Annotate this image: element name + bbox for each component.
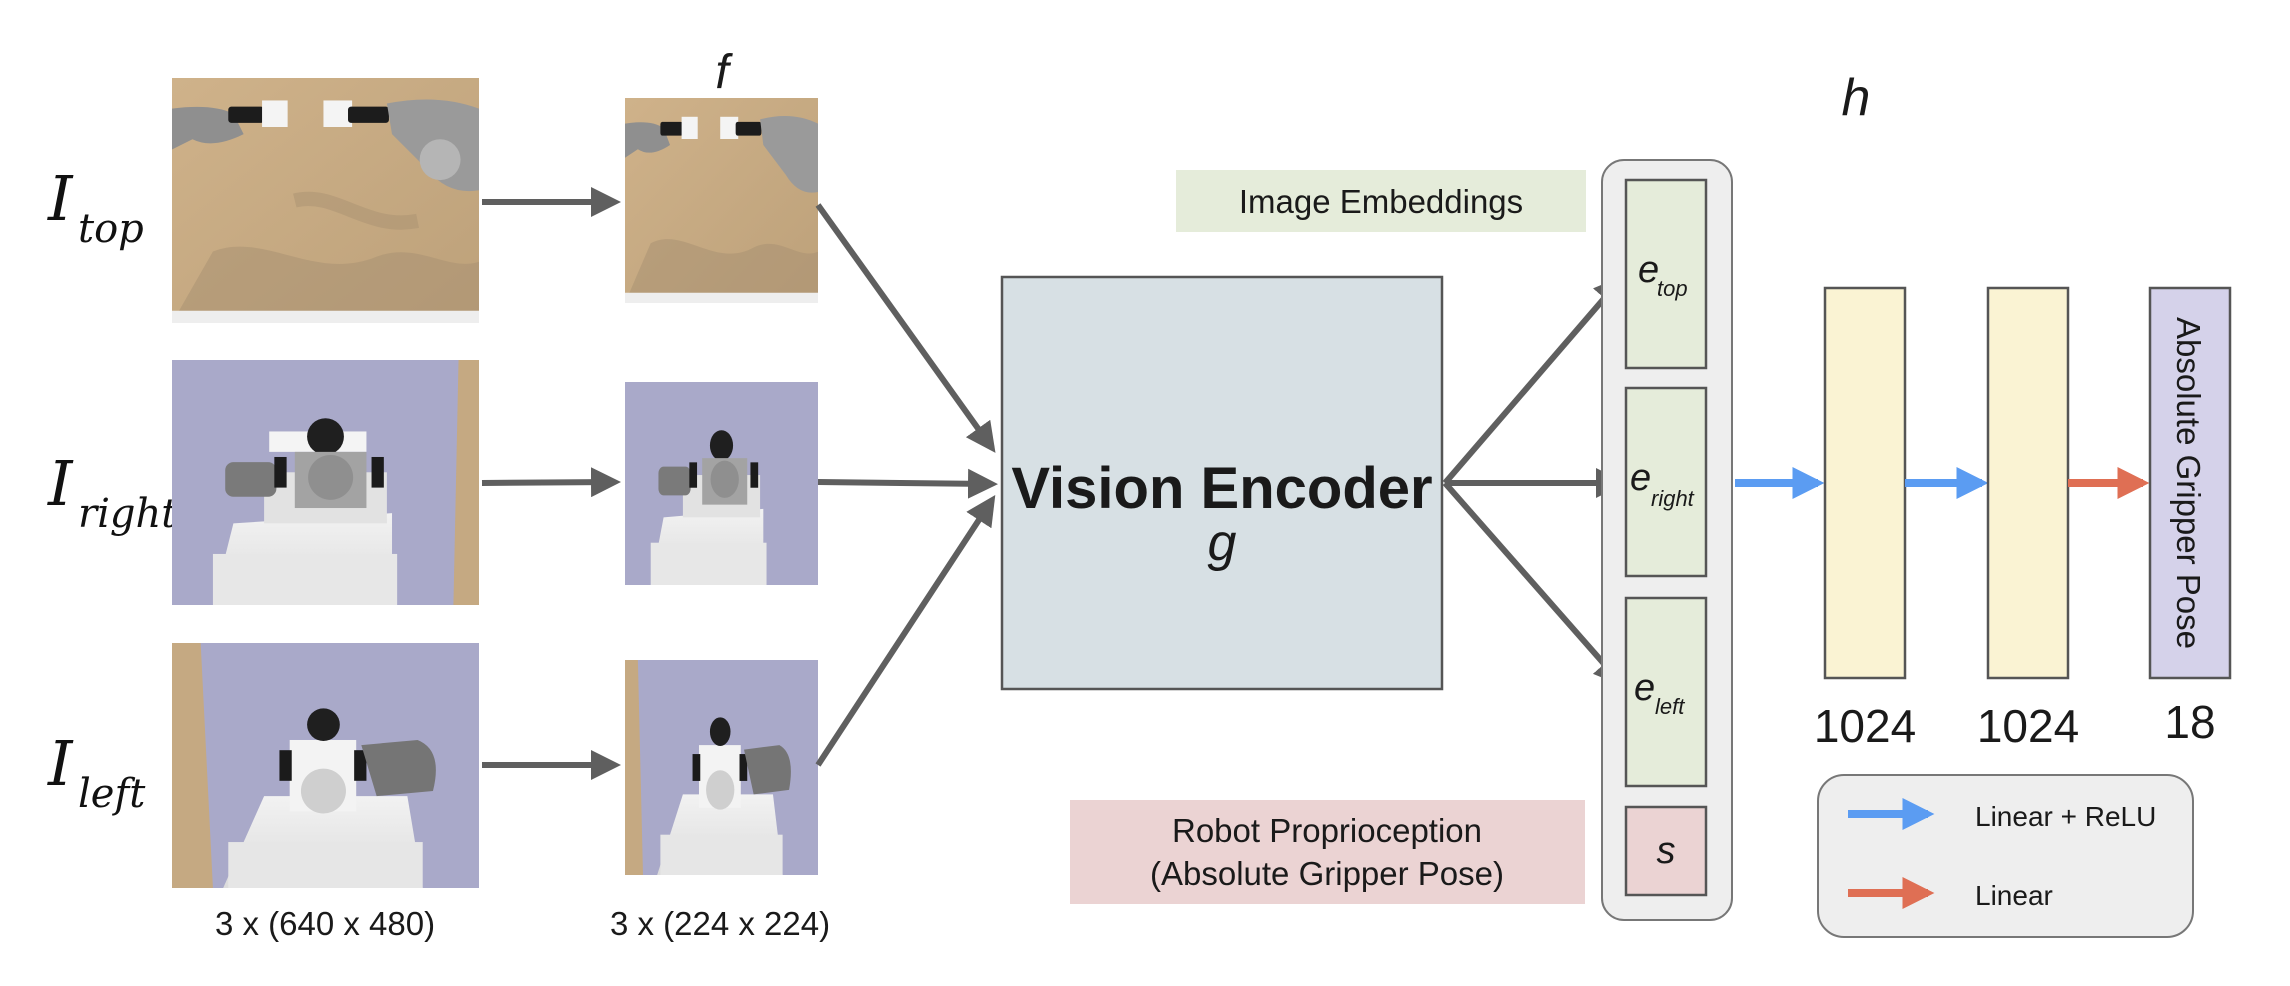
svg-text:I: I [47,162,74,235]
input-label-left: I left [47,727,146,817]
vision-encoder-title: Vision Encoder [1011,456,1432,521]
camera-image-top-resized [625,98,818,303]
robot-proprioception-label: Robot Proprioception (Absolute Gripper P… [1070,800,1585,904]
head-function-label: h [1842,69,1871,127]
arrow-to-encoder-top [815,203,996,453]
output-label: Absolute Gripper Pose [2170,317,2207,649]
camera-image-right-resized [625,382,818,585]
mlp-layer-1: 1024 [1814,286,1916,752]
mlp-layer-2-size: 1024 [1977,700,2079,752]
arrow-encoder-to-e-top [1442,275,1624,485]
raw-size-label: 3 x (640 x 480) [215,905,435,942]
svg-text:right: right [1651,486,1695,511]
svg-text:left: left [1655,694,1685,719]
resize-function-label: f [715,46,733,99]
embedding-container: e top e right e left s [1601,159,1733,921]
robot-top-view-icon [172,78,479,323]
robot-top-view-icon [625,98,818,303]
svg-text:top: top [1657,276,1688,301]
output-absolute-gripper-pose: Absolute Gripper Pose 18 [2148,286,2232,748]
embedding-e-top: e top [1624,178,1708,370]
camera-image-left-resized [625,660,818,875]
legend-item-linear: Linear [1848,877,2053,911]
camera-image-left-raw [172,643,479,888]
embedding-e-right: e right [1624,386,1708,578]
arrow-to-encoder-left [815,494,996,767]
camera-image-right-raw [172,360,479,605]
proprioception-state-s: s [1624,805,1708,897]
arrow-resize-right [481,467,621,498]
camera-image-top-raw [172,78,479,323]
robot-left-view-icon [172,643,479,888]
svg-text:left: left [78,771,146,817]
vision-encoder-block: Vision Encoder g [1000,275,1444,691]
robot-left-view-icon [625,660,818,875]
svg-text:top: top [78,206,144,252]
mlp-layer-1-size: 1024 [1814,700,1916,752]
svg-text:Image Embeddings: Image Embeddings [1239,183,1523,220]
resized-size-label: 3 x (224 x 224) [610,905,830,942]
legend-item-linear-relu: Linear + ReLU [1848,798,2156,832]
robot-right-view-icon [172,360,479,605]
output-size: 18 [2164,696,2215,748]
robot-right-view-icon [625,382,818,585]
proprio-line1: Robot Proprioception [1172,812,1482,849]
svg-text:I: I [47,727,74,800]
embedding-e-left: e left [1624,596,1708,788]
svg-text:Linear + ReLU: Linear + ReLU [1975,801,2156,832]
svg-text:I: I [47,447,74,520]
input-label-top: I top [47,162,144,252]
proprio-line2: (Absolute Gripper Pose) [1150,855,1504,892]
arrow-encoder-to-e-left [1442,481,1624,687]
svg-text:e: e [1630,457,1651,499]
legend: Linear + ReLU Linear [1817,774,2194,938]
svg-text:s: s [1657,830,1676,872]
arrow-to-encoder-right [817,468,998,499]
svg-text:e: e [1638,249,1659,291]
vision-encoder-symbol: g [1208,514,1237,572]
input-label-right: I right [47,447,178,537]
image-embeddings-label: Image Embeddings [1176,170,1586,232]
mlp-layer-2: 1024 [1977,286,2079,752]
svg-text:Linear: Linear [1975,880,2053,911]
svg-text:e: e [1634,667,1655,709]
svg-text:right: right [78,491,178,537]
